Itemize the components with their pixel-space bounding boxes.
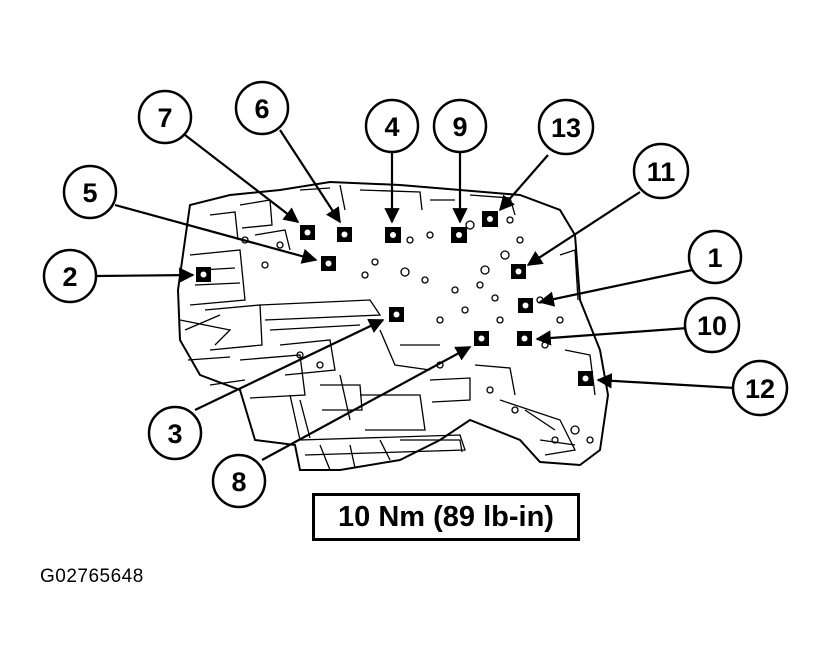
callout-7: 7 [137, 89, 193, 145]
callout-9: 9 [432, 98, 488, 154]
bolt-5 [321, 256, 336, 271]
bolt-6 [337, 227, 352, 242]
callout-label-2: 2 [62, 262, 77, 292]
leader-5 [114, 203, 318, 264]
callout-label-6: 6 [254, 94, 269, 124]
callout-label-5: 5 [82, 178, 97, 208]
torque-spec-box: 10 Nm (89 lb-in) [312, 493, 580, 541]
callouts: 1 2 3 4 5 6 7 8 [42, 80, 789, 509]
bolts [196, 211, 593, 386]
bolt-13 [482, 211, 498, 227]
bolt-7 [300, 225, 315, 240]
callout-11: 11 [632, 142, 690, 200]
bolt-2 [196, 267, 211, 282]
bolt-10 [517, 331, 532, 346]
bolt-1 [518, 298, 533, 313]
valve-body-holes [241, 216, 594, 444]
callout-label-12: 12 [745, 374, 775, 404]
callout-label-11: 11 [647, 157, 676, 187]
callout-label-13: 13 [551, 113, 581, 143]
callout-label-3: 3 [167, 419, 182, 449]
valve-body [176, 180, 610, 471]
leader-1 [538, 268, 693, 307]
callout-1: 1 [687, 229, 743, 285]
bolt-4 [385, 227, 401, 243]
bolt-12 [578, 371, 593, 386]
callout-4: 4 [364, 98, 420, 154]
leader-13 [498, 154, 549, 212]
callout-label-4: 4 [384, 112, 399, 142]
callout-13: 13 [537, 98, 595, 156]
leader-12 [596, 373, 736, 390]
callout-label-1: 1 [707, 243, 722, 273]
bolt-9 [451, 227, 467, 243]
torque-spec-text: 10 Nm (89 lb-in) [338, 500, 554, 533]
callout-10: 10 [683, 296, 741, 354]
callout-8: 8 [211, 453, 267, 509]
callout-5: 5 [62, 164, 118, 220]
callout-label-8: 8 [231, 467, 246, 497]
callout-label-9: 9 [452, 112, 467, 142]
leader-7 [184, 134, 300, 223]
leader-8 [261, 346, 472, 461]
callout-label-10: 10 [697, 311, 727, 341]
leader-6 [279, 129, 341, 224]
leader-2 [94, 267, 195, 283]
leader-10 [535, 326, 689, 346]
callout-6: 6 [234, 80, 290, 136]
bolt-3 [389, 307, 404, 322]
callout-3: 3 [147, 405, 203, 461]
callout-12: 12 [731, 359, 789, 417]
valve-body-details [179, 184, 596, 471]
bolt-11 [511, 264, 526, 279]
callout-2: 2 [42, 248, 98, 304]
leader-lines [94, 129, 736, 461]
leader-3 [194, 319, 385, 411]
leader-11 [526, 191, 641, 266]
bolt-8 [474, 331, 489, 346]
figure-id: G02765648 [40, 566, 144, 587]
callout-label-7: 7 [157, 103, 172, 133]
